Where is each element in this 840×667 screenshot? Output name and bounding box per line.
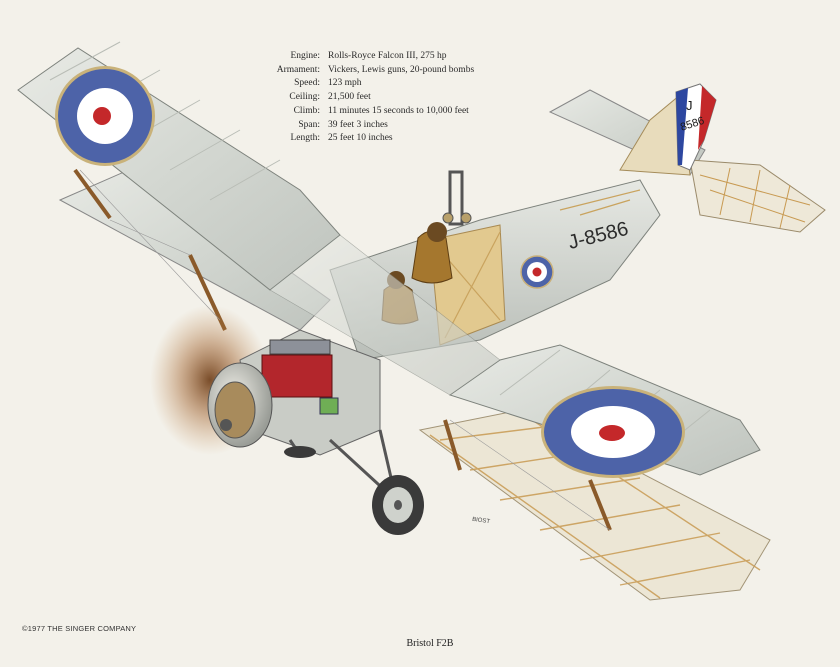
spec-row-speed: Speed: 123 mph	[250, 77, 474, 91]
fin-letter: J	[686, 98, 693, 113]
undercarriage	[284, 429, 424, 535]
caption-title: Bristol F2B	[0, 638, 840, 649]
upper-wing	[17, 41, 761, 478]
spec-value: 39 feet 3 inches	[328, 119, 388, 130]
spec-label: Armament:	[276, 64, 320, 75]
spec-value: 21,500 feet	[328, 92, 371, 103]
spec-label: Span:	[298, 119, 320, 130]
spec-value: 123 mph	[328, 78, 362, 89]
engine-nose	[150, 305, 381, 456]
spec-label: Climb:	[293, 105, 320, 116]
spec-row-armament: Armament: Vickers, Lewis guns, 20-pound …	[250, 64, 474, 78]
spec-row-length: Length: 25 feet 10 inches	[250, 132, 474, 146]
specifications-block: Engine: Rolls-Royce Falcon III, 275 hp A…	[250, 50, 474, 146]
spec-row-ceiling: Ceiling: 21,500 feet	[250, 91, 474, 105]
spec-label: Length:	[290, 133, 320, 144]
fin-rudder	[619, 83, 717, 176]
spec-label: Ceiling:	[289, 92, 320, 103]
spec-value: 11 minutes 15 seconds to 10,000 feet	[328, 105, 469, 116]
spec-value: Rolls-Royce Falcon III, 275 hp	[328, 51, 447, 61]
spec-value: Vickers, Lewis guns, 20-pound bombs	[328, 64, 475, 75]
spec-label: Engine:	[290, 51, 320, 61]
spec-value: 25 feet 10 inches	[328, 133, 393, 144]
spec-row-span: Span: 39 feet 3 inches	[250, 119, 474, 133]
spec-label: Speed:	[294, 78, 320, 89]
copyright-notice: ©1977 THE SINGER COMPANY	[22, 624, 137, 633]
spec-row-engine: Engine: Rolls-Royce Falcon III, 275 hp	[250, 50, 474, 64]
caption-text: Bristol F2B	[406, 638, 454, 649]
spec-row-climb: Climb: 11 minutes 15 seconds to 10,000 f…	[250, 105, 474, 119]
